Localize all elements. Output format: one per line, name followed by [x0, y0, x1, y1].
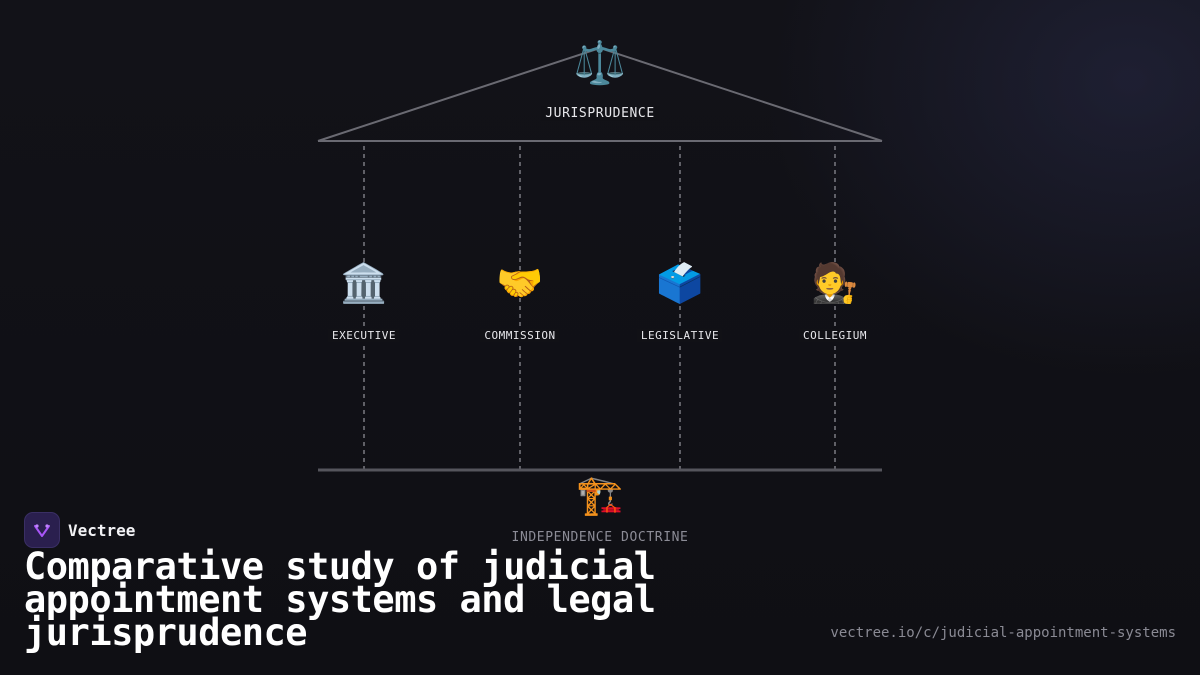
- page-url: vectree.io/c/judicial-appointment-system…: [830, 625, 1176, 641]
- brand: Vectree: [24, 512, 135, 548]
- vectree-logo-icon: [24, 512, 60, 548]
- page-title: Comparative study of judicial appointmen…: [24, 545, 656, 654]
- classical-building-icon: 🏛️: [340, 261, 388, 305]
- logo-mark: [34, 524, 50, 537]
- pillar-label-executive: EXECUTIVE: [327, 329, 401, 342]
- judge-icon: 🧑‍⚖️: [811, 261, 859, 305]
- scales-icon: ⚖️: [573, 38, 627, 87]
- ballot-box-icon: 🗳️: [656, 261, 704, 305]
- base-label: INDEPENDENCE DOCTRINE: [511, 530, 689, 545]
- pillar-label-commission: COMMISSION: [480, 329, 560, 342]
- top-label: JURISPRUDENCE: [541, 106, 659, 121]
- brand-name: Vectree: [68, 520, 136, 540]
- pediment-roof: [317, 46, 883, 142]
- handshake-icon: 🤝: [496, 261, 544, 305]
- pillar-label-legislative: LEGISLATIVE: [636, 329, 724, 342]
- pillar-label-collegium: COLLEGIUM: [798, 329, 872, 342]
- construction-icon: 🏗️: [576, 473, 624, 517]
